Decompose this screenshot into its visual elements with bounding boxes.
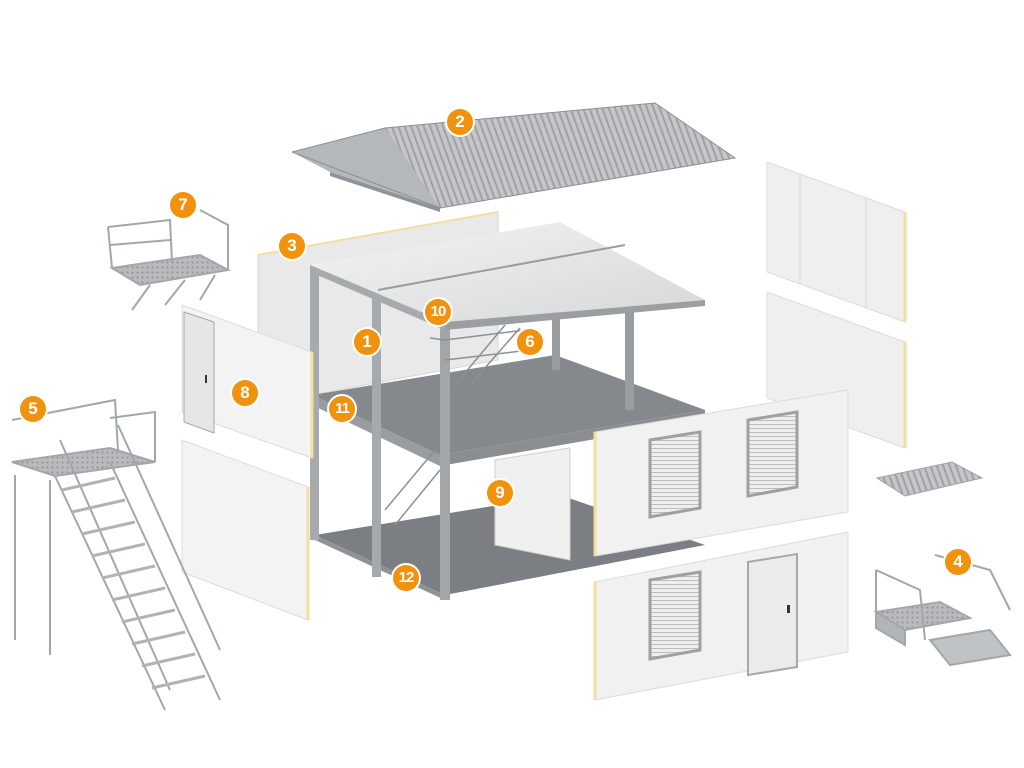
external-staircase (11, 398, 221, 711)
callout-7[interactable]: 7 (170, 192, 196, 218)
callout-6[interactable]: 6 (517, 329, 543, 355)
side-wall-with-door (181, 304, 314, 621)
callout-11[interactable]: 11 (329, 396, 355, 422)
balcony-platform (107, 209, 232, 311)
callout-10[interactable]: 10 (425, 299, 451, 325)
callout-8[interactable]: 8 (232, 380, 258, 406)
gable-roof (291, 102, 737, 212)
callout-4[interactable]: 4 (945, 549, 971, 575)
callout-12[interactable]: 12 (393, 565, 419, 591)
front-lower-wall (593, 531, 849, 701)
entrance-steps (873, 554, 1012, 667)
callout-1[interactable]: 1 (354, 329, 380, 355)
callout-5[interactable]: 5 (20, 396, 46, 422)
internal-staircase (384, 324, 531, 526)
front-upper-wall (593, 389, 849, 557)
callout-2[interactable]: 2 (447, 109, 473, 135)
callout-9[interactable]: 9 (487, 480, 513, 506)
callout-3[interactable]: 3 (279, 233, 305, 259)
ramp-platform (875, 461, 984, 497)
